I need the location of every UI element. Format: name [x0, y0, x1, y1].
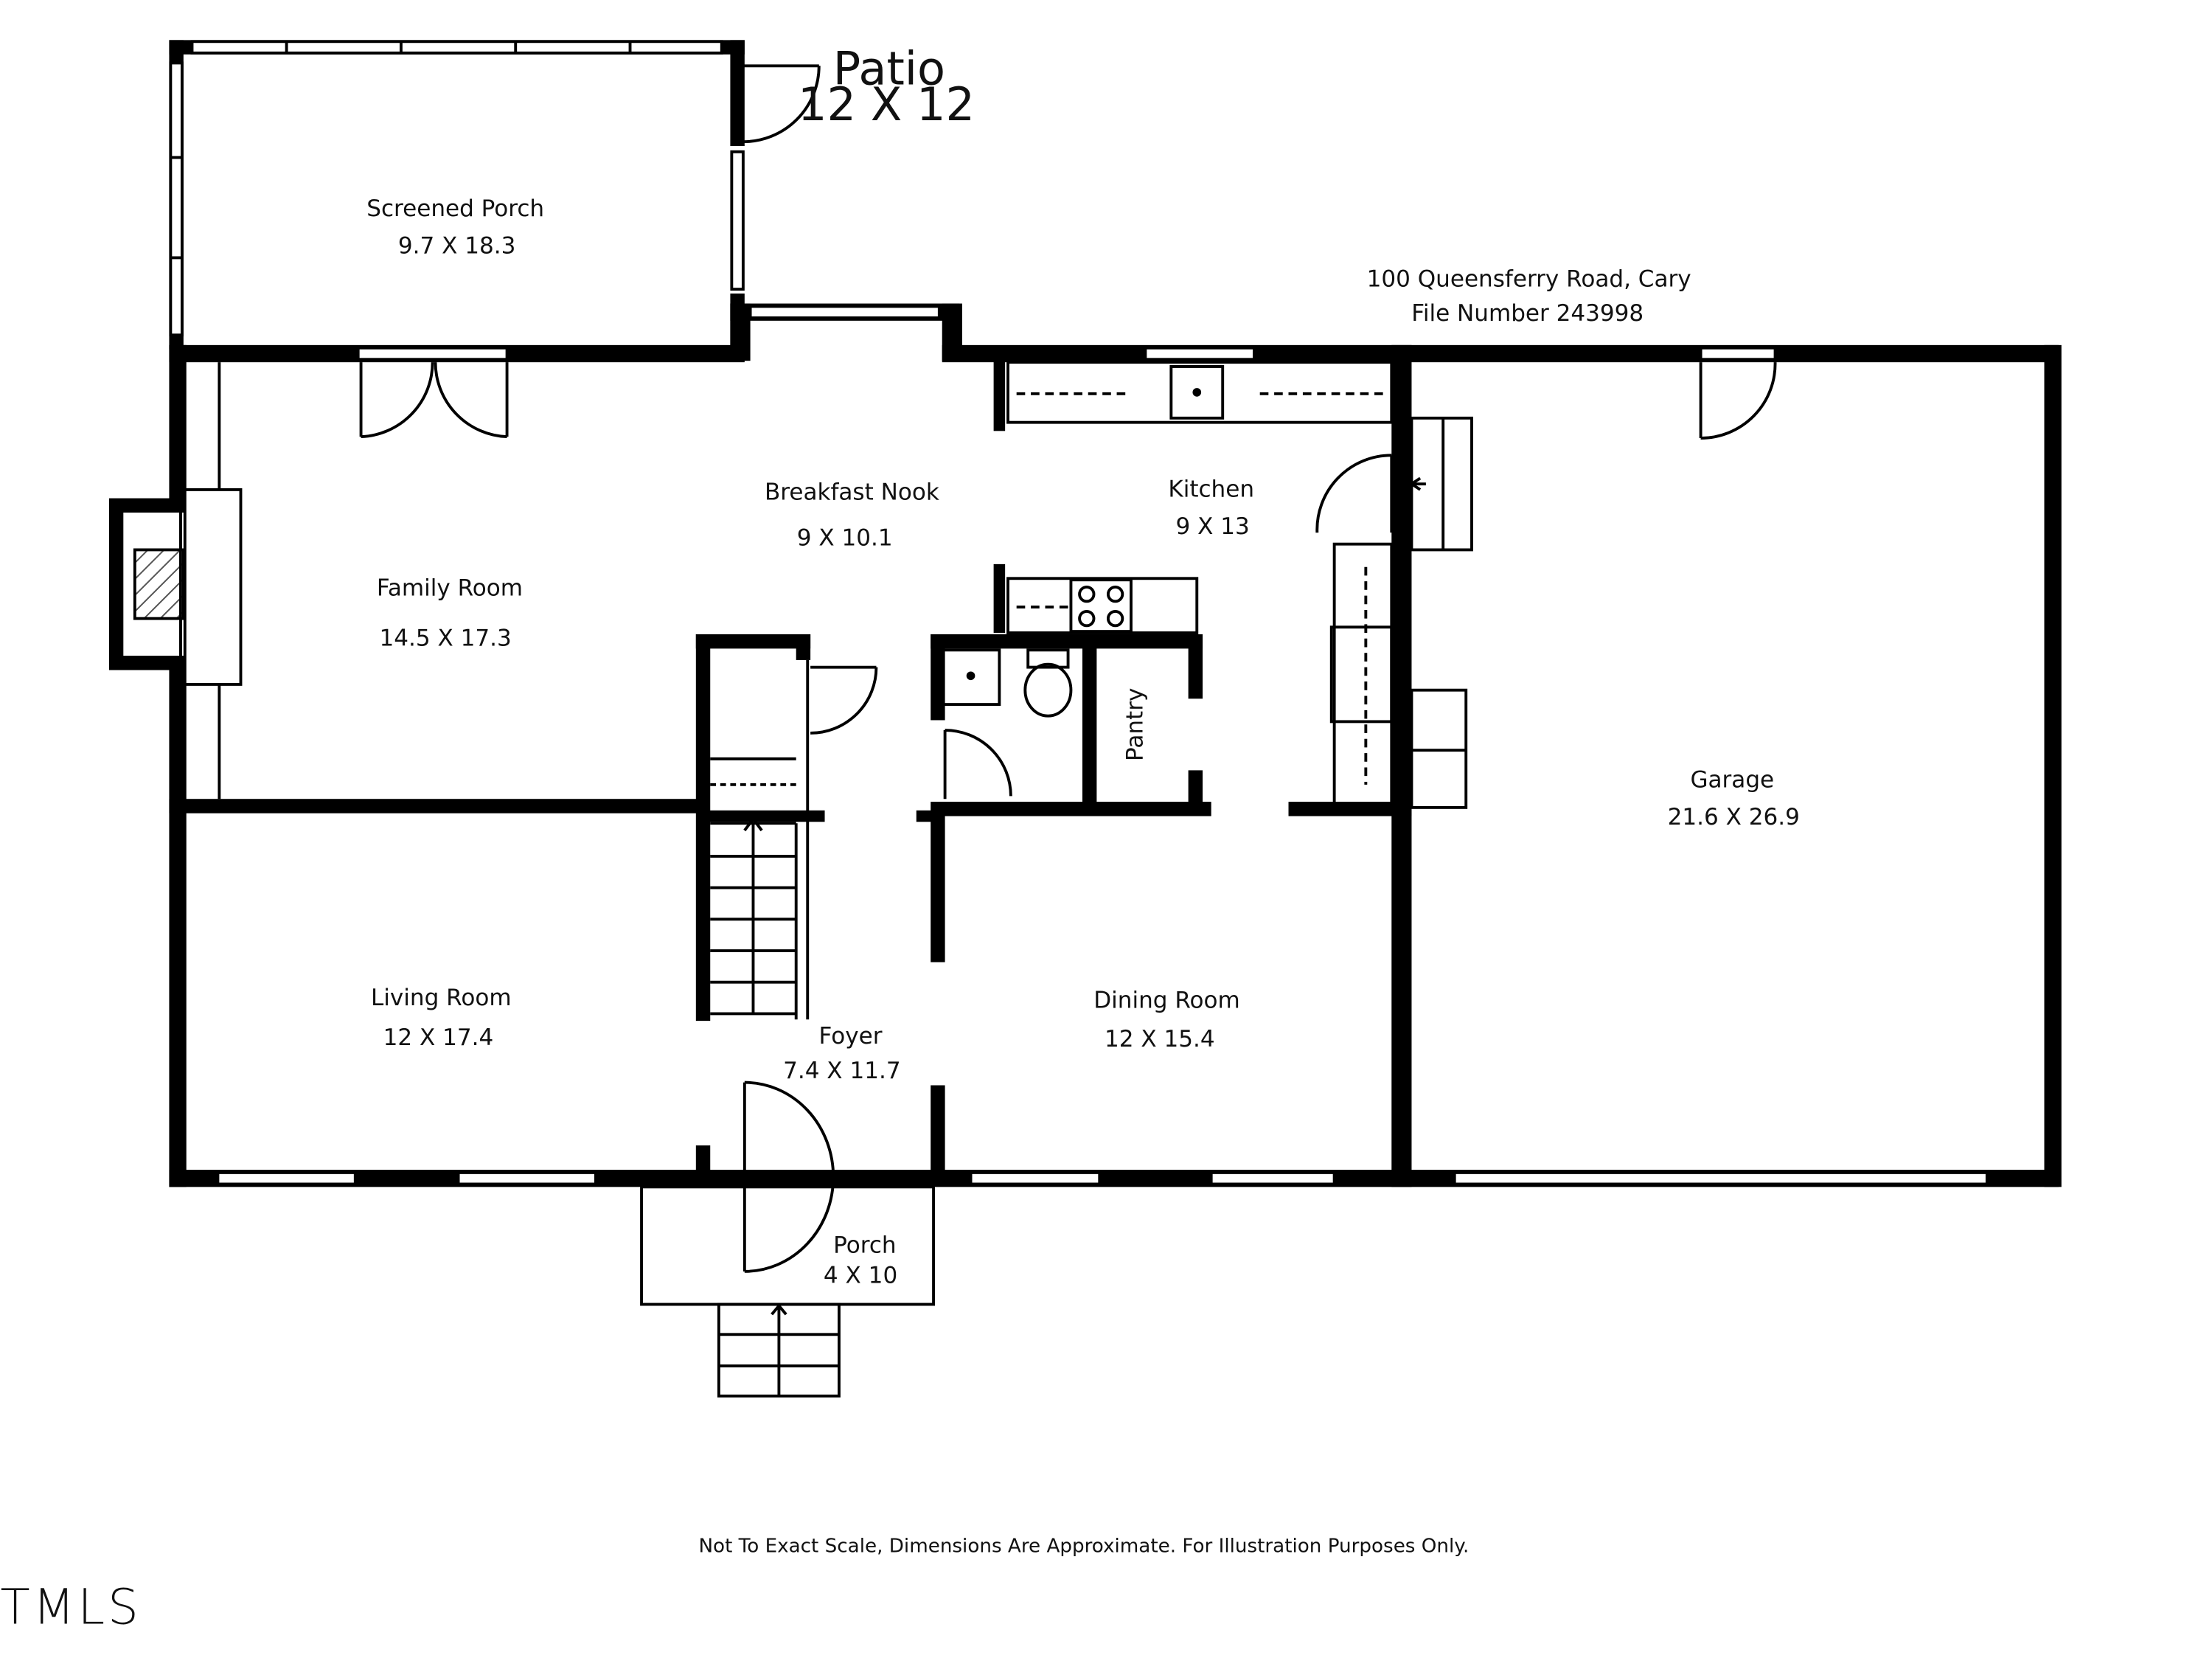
window	[216, 1170, 357, 1186]
mls-watermark: TMLS	[0, 1578, 141, 1635]
porch-dims: 4 X 10	[824, 1262, 897, 1288]
patio-label: Patio	[833, 42, 945, 96]
staircase	[710, 757, 798, 1020]
disclaimer-text: Not To Exact Scale, Dimensions Are Appro…	[698, 1535, 1469, 1557]
garage-steps	[1408, 416, 1473, 809]
window	[456, 1170, 597, 1186]
refrigerator	[1329, 625, 1394, 724]
window	[748, 305, 941, 319]
breakfast-nook-dims: 9 X 10.1	[797, 525, 893, 552]
living-room-label: Living Room	[371, 985, 512, 1011]
dining-room-label: Dining Room	[1093, 988, 1239, 1014]
dining-room-dims: 12 X 15.4	[1105, 1026, 1215, 1052]
living-room-dims: 12 X 17.4	[383, 1024, 494, 1051]
screened-porch-dims: 9.7 X 18.3	[398, 233, 516, 260]
sink	[940, 648, 1001, 707]
foyer-dims: 7.4 X 11.7	[783, 1058, 901, 1084]
porch-label: Porch	[833, 1232, 896, 1259]
kitchen-label: Kitchen	[1168, 476, 1254, 503]
family-room-label: Family Room	[377, 575, 523, 602]
cooktop	[1069, 578, 1133, 634]
fireplace-mantel	[179, 488, 243, 686]
french-doors	[359, 362, 509, 439]
toilet-tank	[1026, 648, 1070, 669]
window	[1699, 346, 1777, 361]
window	[1144, 346, 1256, 361]
garage-dims: 21.6 X 26.9	[1668, 804, 1800, 830]
kitchen-sink	[1169, 365, 1225, 420]
breakfast-nook-label: Breakfast Nook	[765, 479, 939, 506]
front-door	[742, 1081, 835, 1273]
window	[356, 346, 509, 361]
patio-door-swing	[742, 64, 821, 144]
file-number-text: File Number 243998	[1411, 300, 1644, 327]
screen-panel	[190, 40, 723, 55]
front-porch	[640, 1185, 936, 1398]
pantry-label: Pantry	[1122, 688, 1149, 761]
foyer-label: Foyer	[818, 1023, 882, 1050]
family-room-dims: 14.5 X 17.3	[379, 625, 511, 652]
garage-label: Garage	[1690, 767, 1774, 794]
bathroom	[940, 648, 1073, 799]
kitchen-counters	[1006, 361, 1394, 806]
fireplace-hearth	[133, 548, 185, 620]
toilet-bowl	[1023, 662, 1073, 718]
garage-door	[1453, 1170, 1989, 1186]
screened-porch-label: Screened Porch	[366, 195, 544, 222]
kitchen-dims: 9 X 13	[1175, 513, 1249, 540]
screen-panel	[169, 61, 184, 337]
interior-walls	[169, 344, 1412, 1187]
patio-dims: 12 X 12	[798, 77, 975, 131]
address-text: 100 Queensferry Road, Cary	[1367, 266, 1691, 292]
window	[1209, 1170, 1336, 1186]
garage-side-door	[1699, 362, 1777, 440]
window	[969, 1170, 1102, 1186]
screen-panel	[730, 150, 745, 291]
